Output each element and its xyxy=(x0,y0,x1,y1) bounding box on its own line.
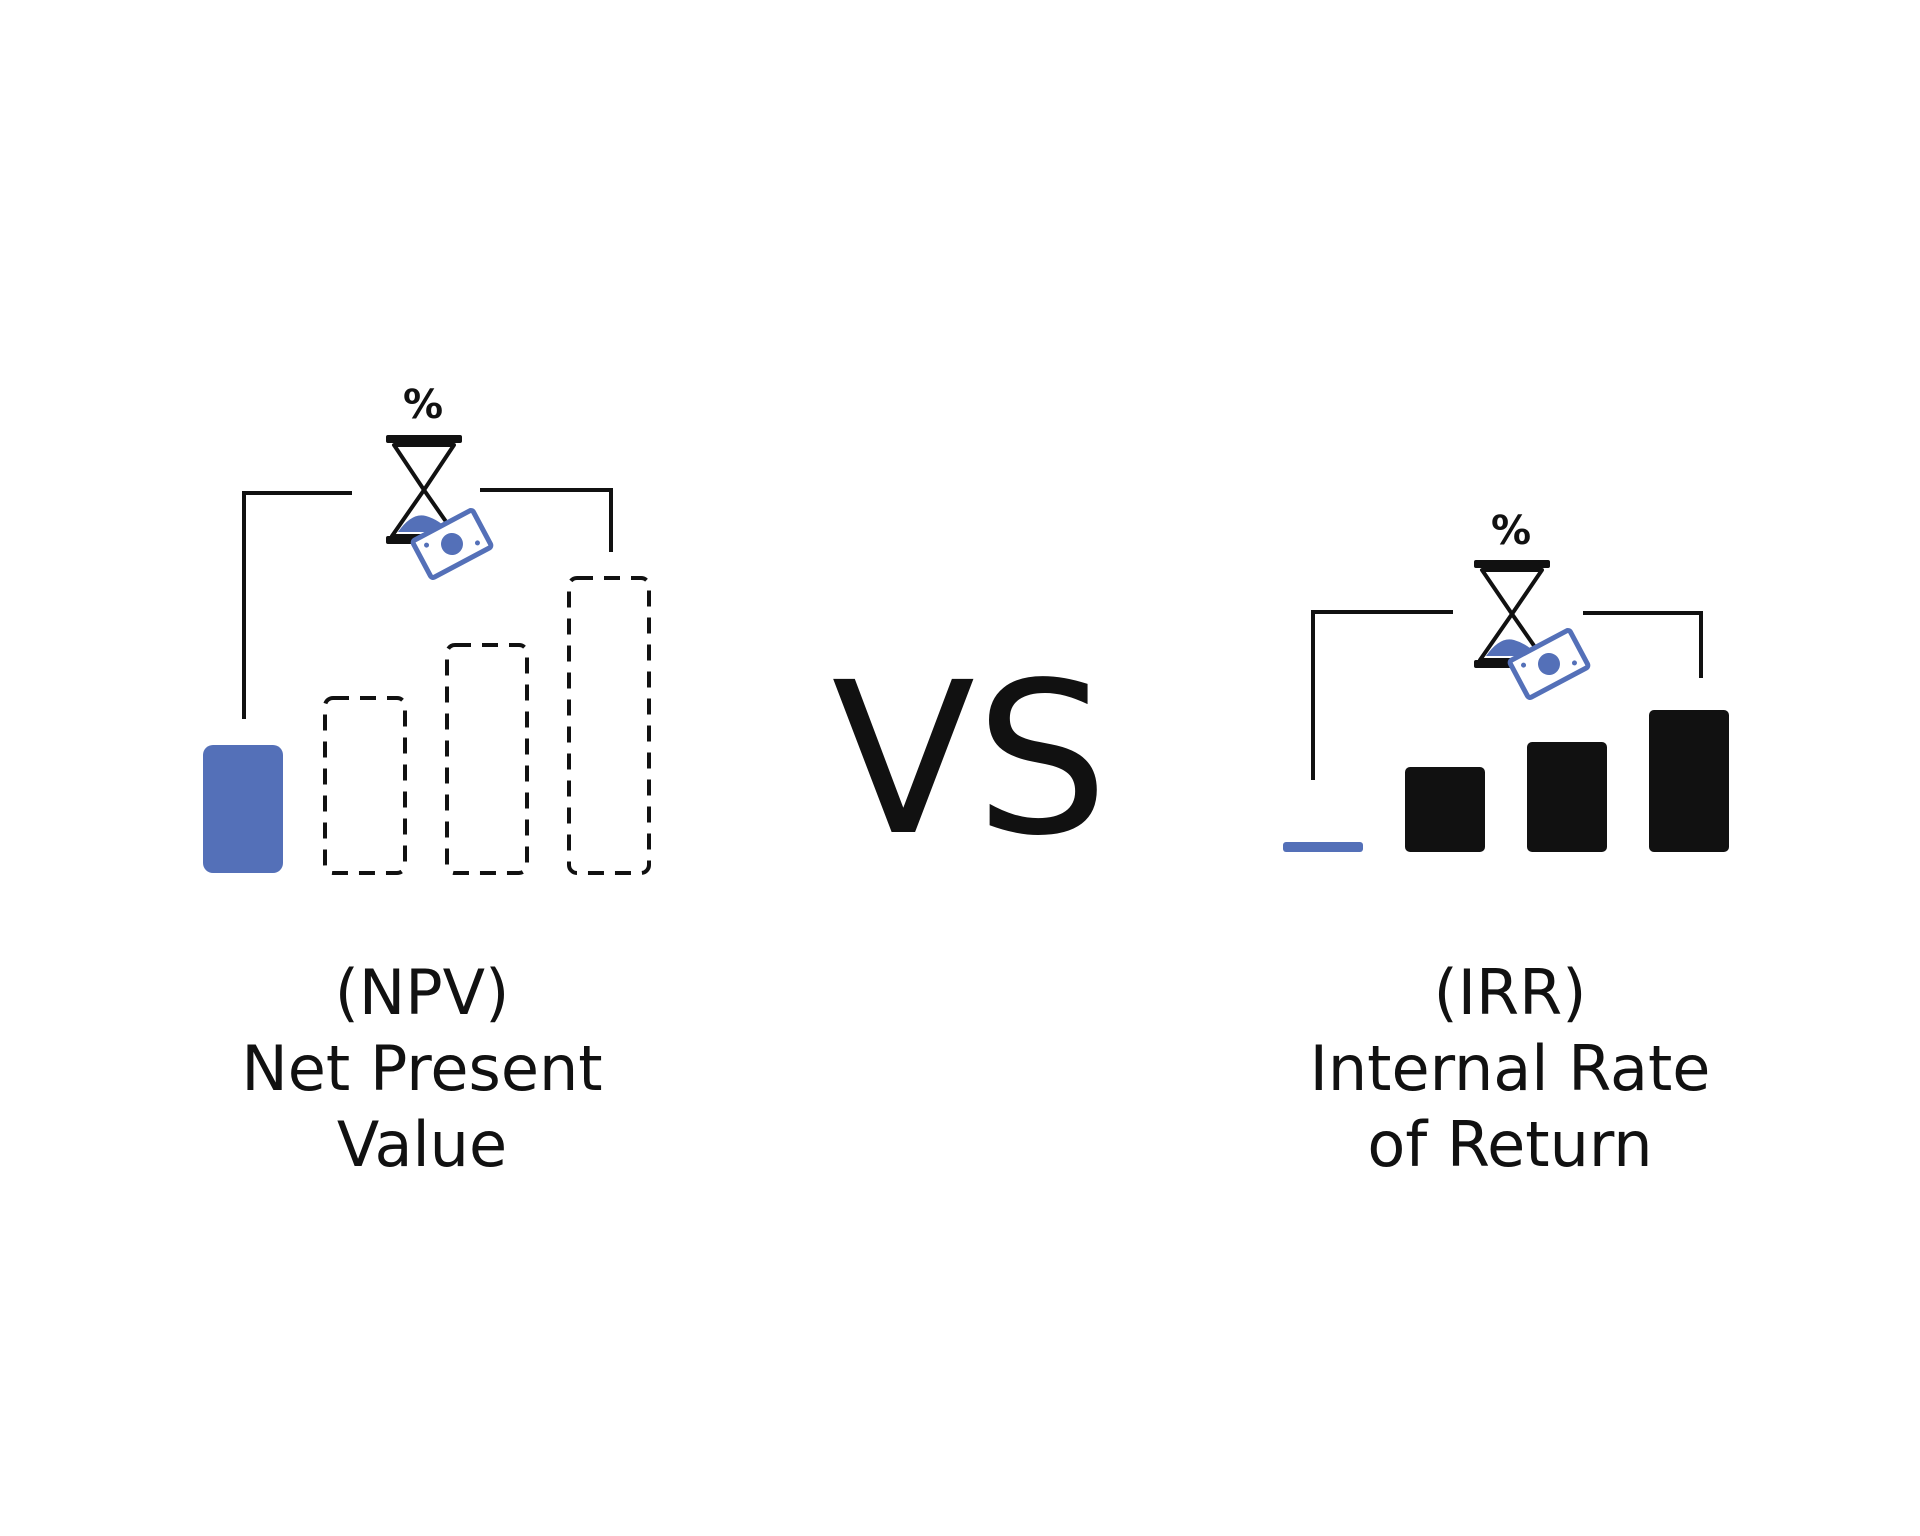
banknote-icon xyxy=(410,508,494,580)
npv-projected-bar-3 xyxy=(567,576,651,875)
npv-graphic: % xyxy=(203,382,651,875)
irr-abbreviation: (IRR) xyxy=(1433,956,1587,1029)
irr-percent-symbol: % xyxy=(1491,508,1531,554)
npv-name-line2: Value xyxy=(336,1108,508,1181)
irr-return-bar-2 xyxy=(1527,742,1607,852)
npv-name-line1: Net Present xyxy=(241,1032,603,1105)
npv-bracket-left xyxy=(242,491,352,719)
irr-return-bar-3 xyxy=(1649,710,1729,852)
npv-percent-symbol: % xyxy=(403,382,443,428)
npv-bracket-right xyxy=(480,488,613,552)
irr-name-line1: Internal Rate xyxy=(1309,1032,1711,1105)
npv-projected-bar-1 xyxy=(323,696,407,875)
npv-initial-bar xyxy=(203,745,283,873)
irr-graphic: % xyxy=(1283,508,1729,852)
npv-abbreviation: (NPV) xyxy=(334,956,510,1029)
irr-initial-bar xyxy=(1283,842,1363,852)
npv-projected-bar-2 xyxy=(445,643,529,875)
irr-bracket-left xyxy=(1311,610,1453,780)
vs-label: VS xyxy=(831,637,1109,882)
irr-label: (IRR) Internal Rate of Return xyxy=(1160,955,1860,1183)
irr-bracket-right xyxy=(1583,611,1703,678)
npv-label: (NPV) Net Present Value xyxy=(72,955,772,1183)
banknote-icon xyxy=(1507,628,1591,700)
irr-return-bar-1 xyxy=(1405,767,1485,852)
irr-name-line2: of Return xyxy=(1367,1108,1653,1181)
